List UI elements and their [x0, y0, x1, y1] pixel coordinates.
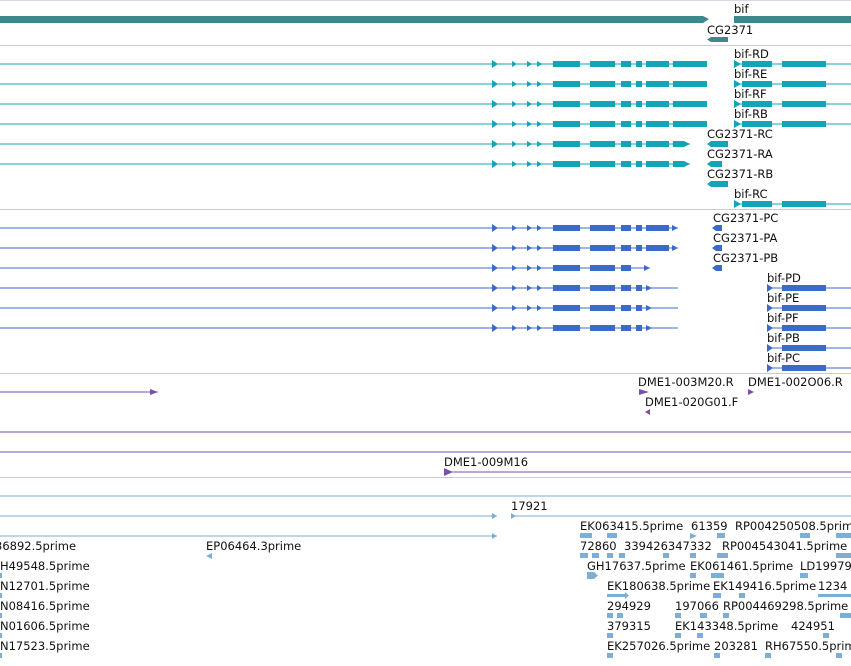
est-label-left-n17523: N17523.5prime: [0, 639, 90, 653]
est-label-61359: 61359: [691, 519, 728, 533]
transcript-label-bif-re: bif-RE: [734, 67, 767, 81]
est-label-ek061461: EK061461.5prime: [690, 559, 793, 573]
protein-row-7[interactable]: [767, 344, 851, 352]
est-row-3[interactable]: [0, 533, 851, 539]
est-label-left-36892: 36892.5prime: [0, 539, 76, 553]
gene-label-cg2371: CG2371: [707, 23, 753, 37]
protein-track: CG2371-PC CG2371-PA CG2371-PB: [0, 211, 851, 372]
protein-label-bif-pf: bif-PF: [767, 311, 799, 325]
gene-track: bif CG2371: [0, 2, 851, 42]
transcript-label-bif-rc: bif-RC: [734, 187, 768, 201]
protein-label-cg2371-pa: CG2371-PA: [713, 231, 778, 245]
est-label-left-n12701: N12701.5prime: [0, 579, 90, 593]
transcript-label-cg2371-rc: CG2371-RC: [707, 127, 773, 141]
transcript-row-7[interactable]: [707, 181, 728, 187]
est-row-6[interactable]: [0, 592, 851, 599]
est-label-294929: 294929: [607, 599, 651, 613]
est-label-left-n08416: N08416.5prime: [0, 599, 90, 613]
transcript-label-cg2371-rb: CG2371-RB: [707, 167, 773, 181]
probe-dme1-003m20[interactable]: [639, 389, 649, 395]
probe-label-dme1-009m16: DME1-009M16: [444, 455, 528, 469]
protein-label-bif-pb: bif-PB: [767, 331, 800, 345]
gene-cg2371[interactable]: [707, 37, 728, 42]
est-label-ek149416: EK149416.5prime: [713, 579, 816, 593]
est-label-72860: 72860: [580, 539, 617, 553]
est-label-ep06464: EP06464.3prime: [206, 539, 301, 553]
est-row-5[interactable]: [0, 572, 808, 579]
est-label-ek063415: EK063415.5prime: [580, 519, 683, 533]
est-label-424951: 424951: [791, 619, 835, 633]
transcript-row-5[interactable]: [0, 140, 728, 148]
probe-row-1[interactable]: [0, 389, 158, 395]
est-label-ek257026: EK257026.5prime: [607, 639, 710, 653]
transcript-row-4[interactable]: [0, 120, 851, 128]
gene-bif-right[interactable]: [734, 16, 851, 23]
est-label-197066: 197066: [675, 599, 719, 613]
protein-label-cg2371-pc: CG2371-PC: [713, 211, 778, 225]
protein-label-bif-pe: bif-PE: [767, 291, 799, 305]
protein-row-5[interactable]: [0, 304, 851, 312]
est-label-379315: 379315: [607, 619, 651, 633]
est-label-gh17637: GH17637.5prime: [587, 559, 686, 573]
probe-dme1-002o06[interactable]: [748, 389, 754, 395]
est-label-rp004543041: RP004543041.5prime: [722, 539, 847, 553]
est-label-ld19979: LD19979: [800, 559, 851, 573]
probe-label-dme1-003m20: DME1-003M20.R: [638, 375, 734, 389]
probe-dme1-020g01[interactable]: [645, 409, 650, 415]
protein-row-6[interactable]: [0, 324, 851, 332]
transcript-row-6[interactable]: [0, 160, 722, 168]
est-track: 17921 EK063415.5prime 61359 RP004250508.…: [0, 495, 851, 658]
transcript-row-3[interactable]: [0, 100, 851, 108]
est-label-left-n01606: N01606.5prime: [0, 619, 90, 633]
est-row-9[interactable]: [0, 653, 842, 658]
transcript-row-2[interactable]: [0, 80, 851, 88]
probe-label-dme1-020g01: DME1-020G01.F: [645, 395, 738, 409]
est-label-rh67550: RH67550.5prime: [765, 639, 851, 653]
transcript-label-bif-rd: bif-RD: [734, 47, 769, 61]
protein-row-3[interactable]: [0, 264, 722, 272]
protein-label-cg2371-pb: CG2371-PB: [713, 251, 778, 265]
transcript-track: bif-RD bif-RE: [0, 47, 851, 208]
est-row-7[interactable]: [0, 613, 851, 618]
probe-track: DME1-003M20.R DME1-002O06.R DME1-020G01.…: [0, 375, 851, 476]
transcript-label-bif-rf: bif-RF: [734, 87, 767, 101]
protein-row-4[interactable]: [0, 284, 851, 292]
transcript-label-bif-rb: bif-RB: [734, 107, 768, 121]
gene-bif-left[interactable]: [0, 16, 709, 23]
est-row-8[interactable]: [0, 633, 829, 638]
est-label-rp004250508: RP004250508.5prime: [735, 519, 851, 533]
est-label-ek180638: EK180638.5prime: [607, 579, 710, 593]
est-label-203281: 203281: [714, 639, 758, 653]
est-label-339426347332: 339426347332: [624, 539, 712, 553]
probe-dme1-009m16[interactable]: [444, 468, 851, 476]
protein-row-2[interactable]: [0, 244, 722, 252]
transcript-row-8[interactable]: [734, 200, 851, 208]
est-label-1234: 1234: [818, 579, 847, 593]
est-label-ek143348: EK143348.5prime: [675, 619, 778, 633]
protein-label-bif-pc: bif-PC: [767, 351, 800, 365]
transcript-row-1[interactable]: [0, 60, 851, 68]
est-label-rp004469298: RP004469298.5prime: [723, 599, 848, 613]
est-label-17921: 17921: [511, 499, 548, 513]
protein-label-bif-pd: bif-PD: [767, 271, 801, 285]
est-label-left-h49548: H49548.5prime: [0, 559, 90, 573]
gene-label-bif: bif: [734, 2, 749, 16]
protein-row-8[interactable]: [767, 364, 851, 372]
est-row-4[interactable]: [206, 553, 851, 559]
est-row-2[interactable]: [0, 513, 851, 519]
transcript-label-cg2371-ra: CG2371-RA: [707, 147, 773, 161]
protein-row-1[interactable]: [0, 224, 722, 232]
probe-label-dme1-002o06: DME1-002O06.R: [748, 375, 843, 389]
